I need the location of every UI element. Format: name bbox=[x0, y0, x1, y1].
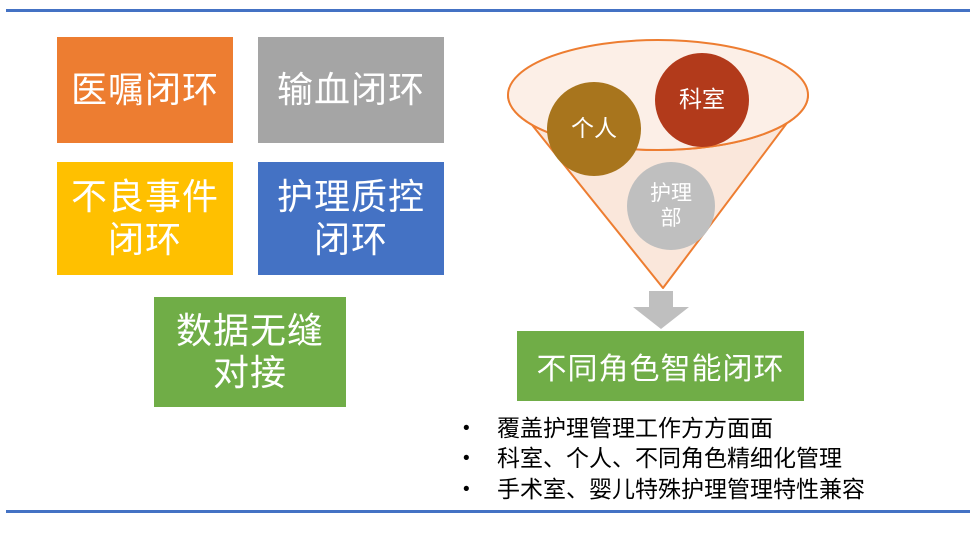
bullet-text: 手术室、婴儿特殊护理管理特性兼容 bbox=[497, 476, 865, 502]
circle-nursing-dept: 护理 部 bbox=[627, 162, 715, 250]
transfusion-loop-label: 输血闭环 bbox=[276, 68, 425, 110]
nursing-qc-loop-label: 护理质控 闭环 bbox=[276, 176, 425, 260]
nursing-qc-loop-box: 护理质控 闭环 bbox=[258, 162, 444, 275]
result-box-label: 不同角色智能闭环 bbox=[536, 353, 785, 386]
medical-order-loop-box: 医嘱闭环 bbox=[57, 37, 233, 143]
bullet-list: • 覆盖护理管理工作方方面面 • 科室、个人、不同角色精细化管理 • 手术室、婴… bbox=[463, 414, 943, 505]
circle-department: 科室 bbox=[655, 53, 749, 147]
down-arrow-shape bbox=[633, 291, 689, 329]
bullet-item: • 手术室、婴儿特殊护理管理特性兼容 bbox=[463, 475, 943, 504]
bullet-dot: • bbox=[463, 418, 470, 439]
bottom-accent-line bbox=[6, 510, 970, 513]
bullet-text: 科室、个人、不同角色精细化管理 bbox=[497, 446, 842, 472]
transfusion-loop-box: 输血闭环 bbox=[258, 37, 444, 143]
top-accent-line bbox=[6, 9, 970, 12]
bullet-dot: • bbox=[463, 448, 470, 470]
adverse-event-loop-label: 不良事件 闭环 bbox=[70, 176, 219, 260]
circle-personal-label: 个人 bbox=[571, 115, 617, 142]
circle-nursing-dept-label: 护理 部 bbox=[650, 181, 692, 230]
medical-order-loop-label: 医嘱闭环 bbox=[70, 68, 219, 110]
bullet-item: • 覆盖护理管理工作方方面面 bbox=[463, 414, 943, 443]
bullet-text: 覆盖护理管理工作方方面面 bbox=[497, 416, 773, 441]
circle-department-label: 科室 bbox=[679, 86, 725, 113]
bullet-dot: • bbox=[463, 478, 470, 500]
adverse-event-loop-box: 不良事件 闭环 bbox=[57, 162, 233, 275]
result-box: 不同角色智能闭环 bbox=[517, 331, 804, 401]
down-arrow-icon bbox=[633, 291, 689, 329]
circle-personal: 个人 bbox=[547, 82, 641, 176]
bullet-item: • 科室、个人、不同角色精细化管理 bbox=[463, 444, 943, 473]
data-seamless-box: 数据无缝 对接 bbox=[154, 297, 346, 407]
data-seamless-label: 数据无缝 对接 bbox=[175, 309, 324, 393]
